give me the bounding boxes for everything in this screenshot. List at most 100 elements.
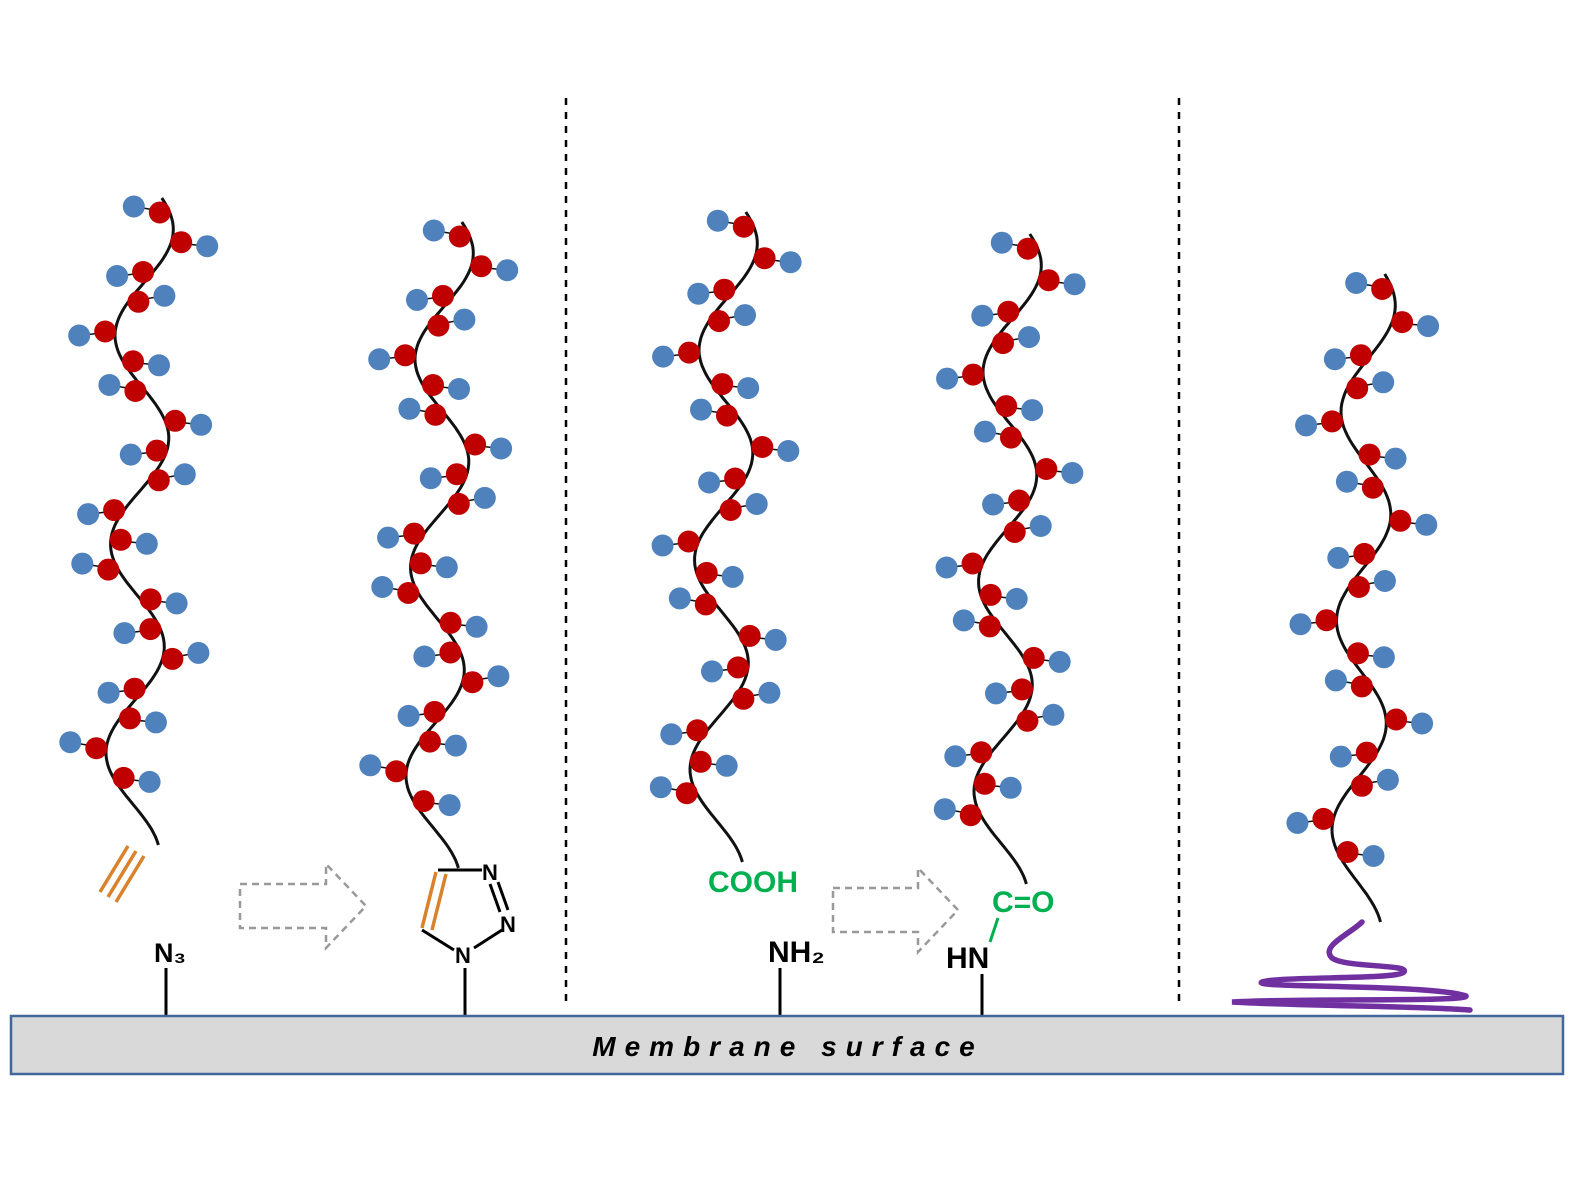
blue-bead	[706, 209, 729, 232]
triazole-atom-n1: N	[482, 860, 498, 885]
red-bead	[1000, 426, 1022, 449]
blue-bead	[935, 556, 958, 579]
hydrophobic-anchor-coil	[1231, 919, 1473, 1013]
red-bead	[1315, 609, 1338, 632]
blue-bead	[1018, 326, 1040, 349]
blue-bead	[999, 776, 1022, 799]
red-bead	[1358, 443, 1381, 466]
blue-bead	[359, 754, 382, 777]
blue-bead	[758, 681, 781, 704]
blue-bead	[985, 682, 1007, 705]
blue-bead	[122, 195, 145, 218]
red-bead	[694, 593, 717, 616]
red-bead	[675, 782, 698, 805]
blue-bead	[413, 645, 436, 668]
red-bead	[979, 583, 1002, 606]
blue-bead	[473, 486, 496, 509]
blue-bead	[990, 231, 1013, 254]
red-bead	[1355, 741, 1378, 764]
amide-nh-label: HN	[946, 942, 989, 975]
blue-bead	[144, 711, 167, 734]
amide-bond	[988, 917, 1000, 943]
membrane-label: Membrane surface	[592, 1031, 983, 1062]
red-bead	[708, 310, 730, 333]
blue-bead	[113, 622, 136, 645]
blue-bead	[1417, 315, 1440, 338]
red-bead	[751, 436, 774, 458]
blue-bead	[444, 734, 467, 757]
red-bead	[1350, 675, 1373, 698]
blue-bead	[1042, 703, 1065, 726]
reaction-arrow-icon	[238, 860, 368, 952]
blue-bead	[1329, 745, 1352, 768]
amine-label: NH₂	[768, 936, 825, 969]
red-bead	[724, 467, 747, 490]
blue-bead	[419, 467, 442, 490]
azide-label: N₃	[154, 938, 186, 968]
red-bead	[1346, 377, 1369, 400]
red-bead	[132, 261, 155, 283]
blue-bead	[715, 754, 738, 777]
red-bead	[678, 341, 701, 364]
red-bead	[1016, 709, 1039, 732]
red-bead	[170, 231, 193, 254]
red-bead	[97, 558, 120, 581]
red-bead	[139, 618, 162, 641]
blue-bead	[1286, 811, 1309, 834]
polymer-brushes	[59, 195, 1440, 923]
red-bead	[1008, 489, 1031, 512]
blue-bead	[1345, 272, 1368, 294]
blue-bead	[97, 681, 120, 704]
blue-bead	[1376, 768, 1399, 791]
blue-bead	[77, 503, 100, 526]
blue-bead	[448, 378, 470, 400]
blue-bead	[1411, 712, 1434, 735]
blue-bead	[649, 776, 672, 799]
red-bead	[727, 656, 749, 679]
blue-bead	[465, 615, 488, 638]
red-bead	[464, 433, 487, 456]
blue-bead	[1061, 462, 1084, 484]
red-bead	[1385, 708, 1408, 731]
red-bead	[1336, 841, 1359, 863]
blue-bead	[1324, 669, 1347, 692]
blue-bead	[438, 794, 461, 817]
blue-bead	[1415, 513, 1438, 536]
red-bead	[753, 247, 776, 270]
blue-bead	[698, 471, 721, 494]
red-bead	[103, 499, 126, 522]
red-bead	[1349, 344, 1372, 367]
blue-bead	[690, 398, 712, 421]
triazole-ring: N N N	[420, 860, 516, 968]
red-bead	[1037, 269, 1060, 292]
blue-bead	[1362, 845, 1385, 867]
red-bead	[719, 499, 742, 521]
red-bead	[112, 766, 135, 789]
blue-bead	[422, 219, 445, 242]
blue-bead	[1323, 348, 1346, 371]
blue-bead	[1327, 546, 1350, 569]
blue-bead	[777, 440, 800, 462]
red-bead	[732, 215, 755, 238]
red-bead	[448, 225, 471, 248]
blue-bead	[651, 534, 674, 557]
alkyne-triple-bond	[98, 845, 146, 903]
chain-backbone	[404, 221, 475, 869]
red-bead	[409, 552, 432, 575]
blue-bead	[652, 345, 675, 368]
red-bead	[1361, 476, 1384, 499]
blue-bead	[764, 628, 787, 651]
blue-bead	[944, 745, 967, 768]
red-bead	[418, 730, 441, 753]
red-bead	[1347, 576, 1370, 598]
blue-bead	[106, 265, 129, 287]
red-bead	[161, 647, 184, 670]
red-bead	[711, 373, 734, 396]
blue-bead	[98, 374, 121, 396]
red-bead	[695, 561, 718, 584]
red-bead	[139, 588, 162, 611]
blue-bead	[933, 798, 956, 821]
blue-bead	[377, 526, 400, 549]
blue-bead	[1005, 587, 1028, 610]
blue-bead	[1029, 515, 1052, 537]
